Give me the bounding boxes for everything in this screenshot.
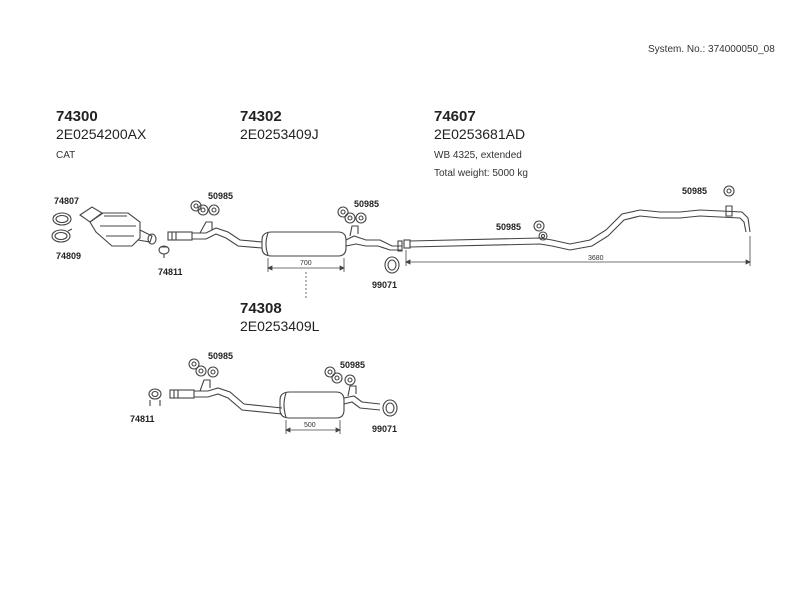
group-74308-code: 74308	[240, 300, 282, 317]
part-label-50985-1: 50985	[208, 191, 234, 201]
group-74607-oe: 2E0253681AD	[434, 126, 526, 142]
group-74302-oe: 2E0253409J	[240, 126, 319, 142]
clamp-99071-lower	[382, 399, 398, 417]
clamp-74807	[52, 212, 72, 226]
group-74308-oe: 2E0253409L	[240, 318, 320, 334]
clamp-99071-upper	[384, 256, 400, 274]
mount-50985-5	[188, 358, 219, 378]
tail-pipe	[403, 205, 751, 251]
part-label-74807: 74807	[54, 196, 80, 206]
part-label-50985-4: 50985	[682, 186, 708, 196]
group-74300-note: CAT	[56, 150, 76, 161]
mount-50985-1	[190, 200, 220, 216]
group-74607-code: 74607	[434, 108, 476, 125]
front-pipe-lower	[169, 379, 283, 415]
mount-50985-6	[324, 366, 356, 386]
middle-muffler-upper	[261, 231, 347, 257]
system-number: System. No.: 374000050_08	[648, 44, 775, 55]
part-label-50985-6: 50985	[340, 360, 366, 370]
part-label-50985-3: 50985	[496, 222, 522, 232]
mount-50985-3	[533, 220, 548, 241]
group-74302-code: 74302	[240, 108, 282, 125]
mount-50985-2	[337, 206, 367, 224]
rear-connector-lower	[343, 385, 381, 411]
part-label-99071-upper: 99071	[372, 280, 398, 290]
part-label-74809: 74809	[56, 251, 82, 261]
clamp-74811-upper	[158, 245, 170, 258]
dimension-text-500: 500	[304, 422, 316, 429]
part-label-99071-lower: 99071	[372, 424, 398, 434]
mount-50985-4	[723, 185, 735, 197]
clamp-74809	[51, 228, 73, 243]
dimension-text-700: 700	[300, 260, 312, 267]
rear-connector-upper	[345, 225, 403, 252]
group-74300-code: 74300	[56, 108, 98, 125]
group-74607-note-wb: WB 4325, extended	[434, 150, 522, 161]
part-label-74811-upper: 74811	[158, 267, 183, 277]
dimension-muffler-upper	[267, 258, 345, 272]
middle-muffler-lower	[279, 391, 345, 419]
group-74300-oe: 2E0254200AX	[56, 126, 147, 142]
part-label-50985-2: 50985	[354, 199, 380, 209]
front-pipe-upper	[167, 221, 263, 249]
dimension-text-3680: 3680	[588, 255, 604, 262]
part-label-50985-5: 50985	[208, 351, 234, 361]
group-74607-note-weight: Total weight: 5000 kg	[434, 168, 528, 179]
part-label-74811-lower: 74811	[130, 414, 155, 424]
clamp-74811-lower	[148, 388, 162, 406]
catalytic-converter	[79, 206, 157, 247]
dimension-muffler-lower	[285, 420, 341, 434]
dimension-tailpipe	[405, 236, 751, 266]
